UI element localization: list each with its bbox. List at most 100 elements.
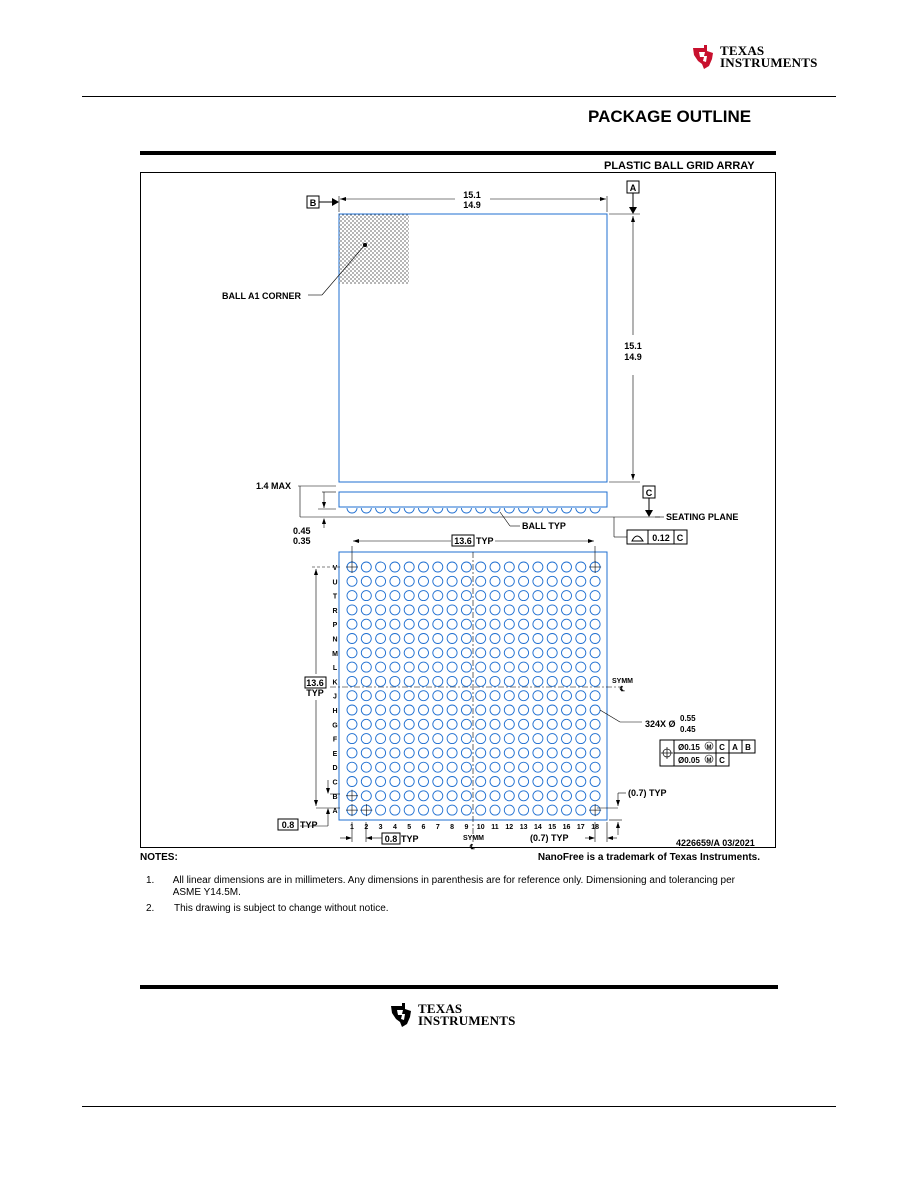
ball-C1 — [346, 776, 358, 787]
ball-N8 — [446, 633, 458, 644]
symm-bottom-label: SYMM — [463, 835, 484, 842]
ball-E15 — [546, 747, 558, 759]
ball-N17 — [575, 633, 587, 644]
ball-R9 — [460, 604, 472, 616]
ball-J16 — [561, 690, 572, 702]
ball-J18 — [589, 690, 601, 702]
side-ball-1 — [346, 507, 358, 514]
ti-logo-icon — [693, 45, 713, 69]
ball-H15 — [546, 704, 558, 716]
profile-surface-icon — [631, 535, 644, 542]
row-label-H: H — [332, 708, 337, 715]
ball-G1 — [346, 718, 358, 730]
ball-B6 — [418, 790, 429, 802]
ball-B16 — [561, 790, 572, 802]
side-ball-3 — [375, 507, 387, 514]
svg-text:M: M — [707, 758, 712, 764]
ball-R11 — [489, 604, 501, 616]
ball-V12 — [503, 561, 515, 573]
ball-F2 — [360, 733, 372, 745]
row-label-C: C — [332, 780, 337, 787]
ball-U6 — [418, 575, 429, 587]
ball-P2 — [360, 618, 372, 630]
ball-G8 — [446, 718, 458, 730]
ball-P13 — [518, 618, 530, 630]
row-label-E: E — [333, 751, 338, 758]
ball-H16 — [561, 704, 572, 716]
ball-M7 — [432, 647, 444, 659]
ball-T18 — [589, 590, 601, 602]
ball-N5 — [403, 633, 415, 644]
ball-A10 — [475, 804, 487, 816]
ball-V15 — [546, 561, 558, 573]
ball-B9 — [460, 790, 472, 802]
ball-R1 — [346, 604, 358, 616]
ball-D9 — [460, 761, 472, 773]
ball-M4 — [389, 647, 401, 659]
page-title: PACKAGE OUTLINE — [588, 107, 752, 126]
col-label-6: 6 — [422, 824, 426, 831]
ball-D2 — [360, 761, 372, 773]
ball-J9 — [460, 690, 472, 702]
svg-text:M: M — [707, 745, 712, 751]
ball-E5 — [403, 747, 415, 759]
tol2-ref-1: C — [719, 756, 725, 765]
seating-plane-label: SEATING PLANE — [666, 512, 738, 522]
ball-G18 — [589, 718, 601, 730]
ball-E11 — [489, 747, 501, 759]
ball-V9 — [460, 561, 472, 573]
ball-K5 — [403, 675, 415, 687]
ball-M3 — [375, 647, 387, 659]
ball-B18 — [589, 790, 601, 802]
ball-R15 — [546, 604, 558, 616]
ball-V4 — [389, 561, 401, 573]
ball-H9 — [460, 704, 472, 716]
ball-D11 — [489, 761, 501, 773]
ball-U7 — [432, 575, 444, 587]
trademark-note: NanoFree is a trademark of Texas Instrum… — [537, 852, 760, 863]
ball-J5 — [403, 690, 415, 702]
max-height-label: 1.4 MAX — [256, 481, 291, 491]
ball-J12 — [503, 690, 515, 702]
ball-P9 — [460, 618, 472, 630]
bottom-rule — [82, 1106, 836, 1107]
ball-L14 — [532, 661, 544, 673]
ball-L11 — [489, 661, 501, 673]
ball-a1-corner-marker — [339, 214, 409, 284]
ball-J6 — [418, 690, 429, 702]
side-ball-14 — [532, 507, 544, 514]
col-label-8: 8 — [450, 824, 454, 831]
centerline-symbol-right: ℄ — [619, 685, 625, 693]
side-ball-8 — [446, 507, 458, 514]
ball-K3 — [375, 675, 387, 687]
ball-U8 — [446, 575, 458, 587]
ball-G17 — [575, 718, 587, 730]
ball-C16 — [561, 776, 572, 787]
ball-R6 — [418, 604, 429, 616]
ball-F12 — [503, 733, 515, 745]
ball-A8 — [446, 804, 458, 816]
ball-G12 — [503, 718, 515, 730]
col-label-3: 3 — [379, 824, 383, 831]
ball-F15 — [546, 733, 558, 745]
ball-V5 — [403, 561, 415, 573]
side-ball-13 — [518, 507, 530, 514]
ball-M12 — [503, 647, 515, 659]
span-left-value: 13.6 — [306, 678, 324, 688]
ball-G13 — [518, 718, 530, 730]
ball-D6 — [418, 761, 429, 773]
ball-K1 — [346, 675, 358, 687]
ball-N11 — [489, 633, 501, 644]
ball-L18 — [589, 661, 601, 673]
ball-N7 — [432, 633, 444, 644]
ball-T15 — [546, 590, 558, 602]
ball-A14 — [532, 804, 544, 816]
ball-F11 — [489, 733, 501, 745]
ball-G6 — [418, 718, 429, 730]
ball-R16 — [561, 604, 572, 616]
span-top-value: 13.6 — [454, 536, 472, 546]
ball-K14 — [532, 675, 544, 687]
brand-line2: INSTRUMENTS — [720, 55, 818, 70]
ball-B5 — [403, 790, 415, 802]
side-ball-12 — [503, 507, 515, 514]
